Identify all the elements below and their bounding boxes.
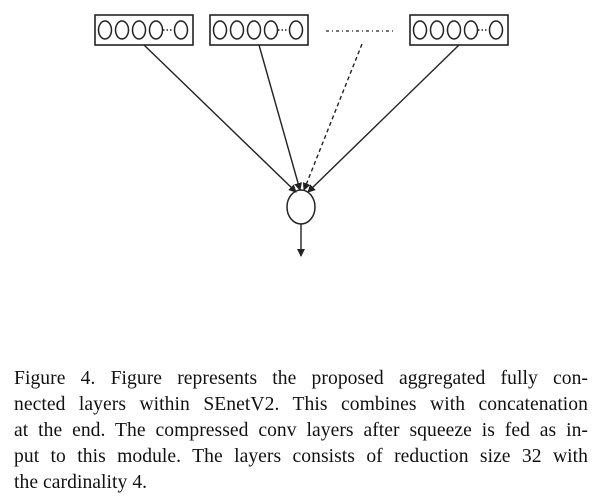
arrow-group-n [307,44,460,193]
neuron-group-1-nodes [97,20,189,40]
figure-caption: Figure 4. Figure represents the proposed… [14,366,588,496]
caption-line: nected layers within SEnetV2. This combi… [14,394,588,415]
caption-line: the cardinality 4. [14,472,148,493]
caption-line: at the end. The compressed conv layers a… [14,420,588,441]
arrow-ellipsis-dashed [302,43,363,191]
aggregation-node [286,189,316,225]
arrow-group-1 [143,44,297,193]
neuron-group-n [409,14,509,46]
caption-line: Figure 4. Figure represents the proposed… [14,368,588,389]
caption-line: put to this module. The layers consists … [14,446,588,467]
aggregated-fc-diagram [94,14,509,257]
neuron-group-2 [209,14,309,46]
neuron-group-2-nodes [212,20,304,40]
arrow-group-2 [258,44,302,191]
neuron-group-1 [94,14,194,46]
neuron-group-n-nodes [412,20,504,40]
